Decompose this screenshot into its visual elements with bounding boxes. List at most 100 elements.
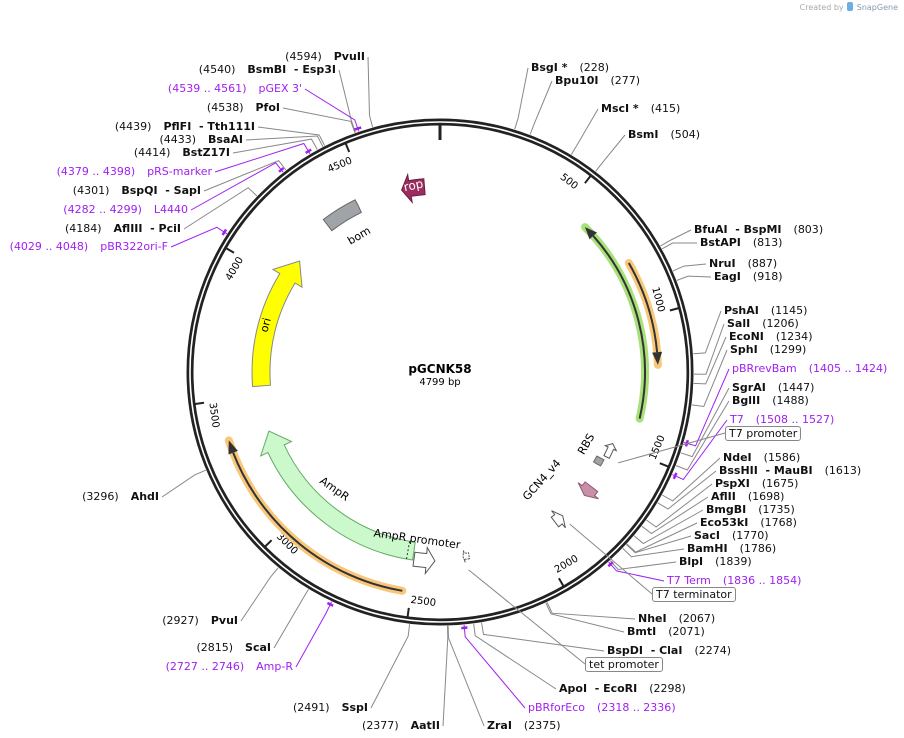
primer-label[interactable]: 4379 .. 4398pRS-marker	[57, 165, 212, 179]
primer-label[interactable]: pBRrevBam1405 .. 1424	[732, 362, 887, 376]
primer-site-mark	[607, 561, 614, 568]
enzyme-site-label[interactable]: MscI *415	[601, 102, 680, 116]
enzyme-position: 2491	[293, 701, 330, 714]
enzyme-name: PflFI - Tth111I	[163, 120, 255, 133]
enzyme-site-label-leader-line	[232, 138, 318, 154]
enzyme-site-label[interactable]: PshAI1145	[724, 304, 807, 318]
primer-label[interactable]: 4029 .. 4048pBR322ori-F	[10, 240, 168, 254]
snapgene-logo-icon	[847, 2, 854, 11]
enzyme-position: 813	[753, 236, 783, 249]
primer-site-mark	[326, 601, 334, 607]
enzyme-name: NruI	[709, 257, 736, 270]
enzyme-site-label[interactable]: SgrAI1447	[732, 381, 814, 395]
enzyme-site-label[interactable]: ZraI2375	[487, 719, 561, 733]
primer-label[interactable]: 2727 .. 2746Amp-R	[166, 660, 293, 674]
enzyme-name: EagI	[714, 270, 741, 283]
primer-label[interactable]: pBRforEco2318 .. 2336	[528, 701, 676, 715]
ampr-boundary	[406, 541, 411, 560]
enzyme-site-label[interactable]: 2927PvuI	[162, 614, 238, 628]
gcn4-label: GCN4_v4	[520, 457, 563, 503]
enzyme-site-label[interactable]: 4433BsaAI	[159, 133, 243, 147]
enzyme-position: 803	[794, 223, 824, 236]
enzyme-site-label[interactable]: 4414BstZ17I	[134, 146, 230, 160]
enzyme-site-label[interactable]: 4301BspQI - SapI	[73, 184, 201, 198]
enzyme-site-label[interactable]: Eco53kI1768	[700, 516, 797, 530]
enzyme-site-label[interactable]: BspDI - ClaI2274	[607, 644, 731, 658]
enzyme-site-label[interactable]: SphI1299	[730, 343, 806, 357]
enzyme-site-label[interactable]: EcoNI1234	[729, 330, 812, 344]
enzyme-position: 415	[651, 102, 681, 115]
enzyme-site-label[interactable]: BmgBI1735	[706, 503, 795, 517]
enzyme-site-label[interactable]: AflII1698	[711, 490, 784, 504]
primer-label[interactable]: T71508 .. 1527	[730, 413, 834, 427]
enzyme-site-label[interactable]: BsmI504	[628, 128, 700, 142]
primer-label[interactable]: 4539 .. 4561pGEX 3'	[168, 82, 302, 96]
rbs-arrow-feature	[603, 443, 618, 459]
enzyme-site-label[interactable]: SalI1206	[727, 317, 799, 331]
enzyme-position: 4433	[159, 133, 196, 146]
enzyme-site-label[interactable]: BssHII - MauBI1613	[719, 464, 861, 478]
enzyme-position: 3296	[82, 490, 119, 503]
enzyme-site-label[interactable]: NdeI1586	[723, 451, 800, 465]
tick-label: 4500	[326, 155, 354, 175]
enzyme-site-label[interactable]: 4538PfoI	[207, 101, 280, 115]
enzyme-site-label[interactable]: 4540BsmBI - Esp3I	[199, 63, 336, 77]
primer-site-mark	[221, 228, 228, 236]
enzyme-name: BspQI - SapI	[121, 184, 201, 197]
enzyme-name: AflII	[711, 490, 736, 503]
enzyme-site-label[interactable]: SacI1770	[694, 529, 769, 543]
enzyme-name: SphI	[730, 343, 758, 356]
enzyme-name: BstAPI	[700, 236, 741, 249]
enzyme-site-label[interactable]: BsgI *228	[531, 61, 609, 75]
enzyme-name: BmtI	[627, 625, 657, 638]
enzyme-site-label-leader-line	[473, 623, 557, 690]
primer-label[interactable]: 4282 .. 4299L4440	[63, 203, 188, 217]
enzyme-site-label[interactable]: 2377AatII	[362, 719, 440, 733]
primer-name: T7 Term	[667, 574, 711, 587]
enzyme-site-label[interactable]: 2491SspI	[293, 701, 368, 715]
enzyme-site-label[interactable]: NheI2067	[638, 612, 715, 626]
ori-label: ori	[258, 317, 274, 334]
primer-range: 4029 .. 4048	[10, 240, 89, 253]
enzyme-site-label-leader-line	[370, 624, 411, 709]
enzyme-site-label[interactable]: 4184AflIII - PciI	[65, 222, 181, 236]
primer-range: 4379 .. 4398	[57, 165, 136, 178]
primer-label[interactable]: T7 Term1836 .. 1854	[667, 574, 801, 588]
enzyme-position: 2377	[362, 719, 399, 732]
enzyme-name: SgrAI	[732, 381, 766, 394]
enzyme-name: ApoI - EcoRI	[559, 682, 638, 695]
feature-box-label[interactable]: tet promoter	[585, 657, 663, 672]
enzyme-site-label-leader-line	[675, 400, 730, 471]
enzyme-name: PvuII	[333, 50, 365, 63]
feature-box-label[interactable]: T7 promoter	[725, 426, 802, 441]
enzyme-site-label[interactable]: 2815ScaI	[196, 641, 271, 655]
primer-name: L4440	[153, 203, 188, 216]
enzyme-site-label[interactable]: Bpu10I277	[555, 74, 640, 88]
tick-label: 4000	[224, 255, 246, 283]
feature-box-label[interactable]: T7 terminator	[652, 587, 736, 602]
tick-label: 2000	[553, 553, 581, 575]
enzyme-name: BsgI *	[531, 61, 568, 74]
enzyme-site-label[interactable]: 4439 PflFI - Tth111I	[115, 120, 255, 134]
enzyme-site-label[interactable]: BlpI1839	[679, 555, 752, 569]
enzyme-name: AflIII - PciI	[113, 222, 181, 235]
primer-site-mark	[672, 472, 678, 480]
enzyme-site-label[interactable]: ApoI - EcoRI2298	[559, 682, 686, 696]
enzyme-site-label-leader-line	[676, 275, 712, 281]
credit-text: Created by	[799, 3, 844, 12]
enzyme-name: BstZ17I	[182, 146, 230, 159]
enzyme-site-label[interactable]: BamHI1786	[687, 542, 776, 556]
enzyme-site-label[interactable]: BfuAI - BspMI803	[694, 223, 823, 237]
tick-mark	[194, 401, 205, 405]
enzyme-site-label-leader-line	[595, 134, 626, 172]
enzyme-site-label[interactable]: BmtI2071	[627, 625, 705, 639]
enzyme-site-label[interactable]: BglII1488	[732, 394, 809, 408]
enzyme-site-label[interactable]: NruI887	[709, 257, 777, 271]
enzyme-site-label[interactable]: EagI918	[714, 270, 783, 284]
enzyme-site-label[interactable]: BstAPI 813	[700, 236, 782, 250]
enzyme-position: 4439	[115, 120, 152, 133]
enzyme-site-label[interactable]: PspXI1675	[715, 477, 798, 491]
enzyme-site-label[interactable]: 3296AhdI	[82, 490, 159, 504]
enzyme-site-label[interactable]: 4594PvuII	[285, 50, 365, 64]
enzyme-site-label-leader-line	[693, 323, 725, 375]
